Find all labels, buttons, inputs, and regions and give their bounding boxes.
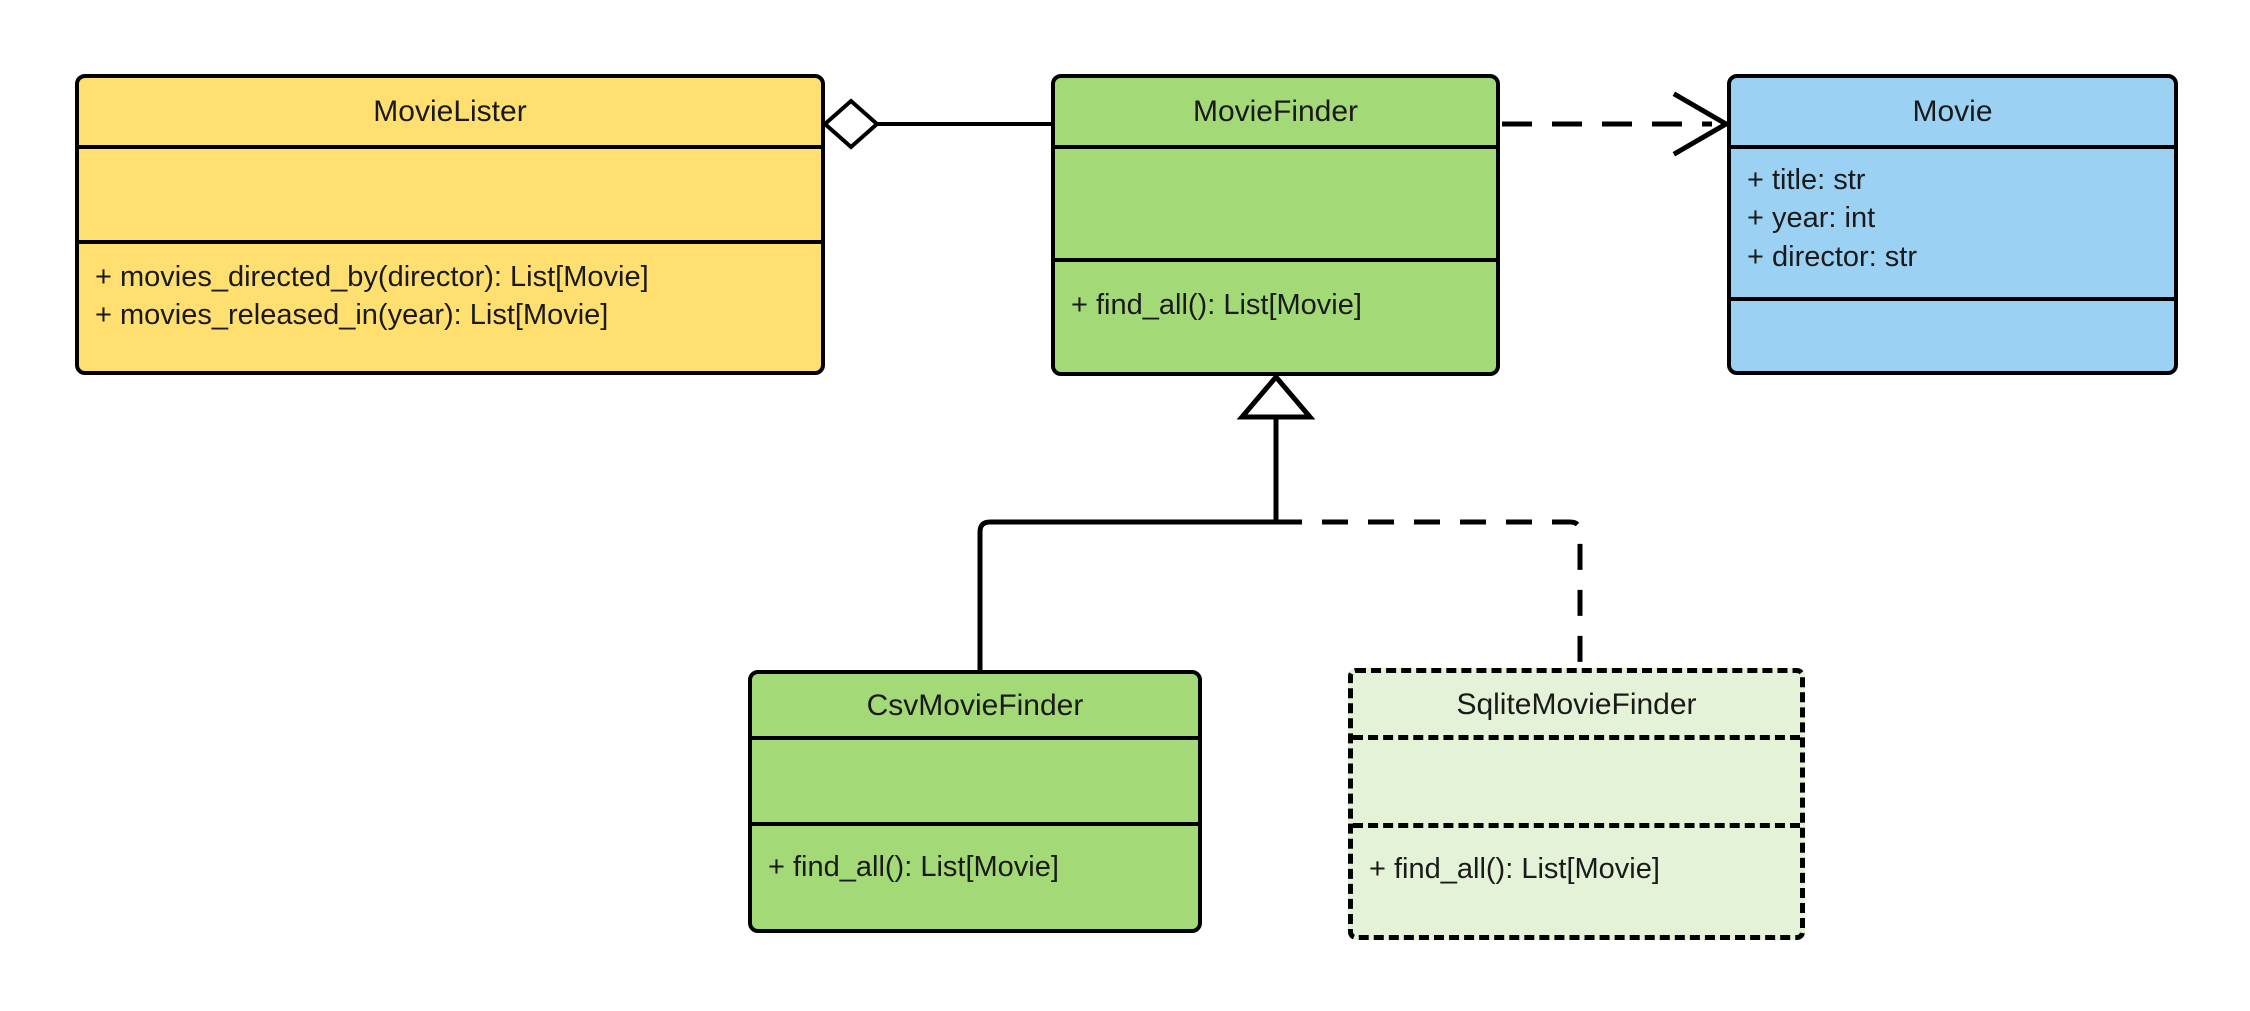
hollow-diamond-marker xyxy=(821,98,881,150)
class-name-compartment-movie: Movie xyxy=(1731,78,2174,145)
methods-compartment-movie-finder: + find_all(): List[Movie] xyxy=(1055,258,1496,372)
class-box-csv-movie-finder[interactable]: CsvMovieFinder + find_all(): List[Movie] xyxy=(748,670,1202,933)
method-line: + find_all(): List[Movie] xyxy=(768,851,1059,883)
generalization-branch-csv xyxy=(977,519,1276,670)
attribute-line: + title: str xyxy=(1747,164,1866,196)
class-box-movie[interactable]: Movie + title: str + year: int + directo… xyxy=(1727,74,2178,375)
class-box-sqlite-movie-finder[interactable]: SqliteMovieFinder + find_all(): List[Mov… xyxy=(1348,668,1805,940)
method-line: + find_all(): List[Movie] xyxy=(1071,289,1362,321)
attributes-compartment-movie-finder xyxy=(1055,145,1496,258)
class-name-compartment-csv-movie-finder: CsvMovieFinder xyxy=(752,674,1198,736)
class-name-label: CsvMovieFinder xyxy=(866,688,1084,722)
generalization-branch-sqlite xyxy=(1276,519,1583,668)
attribute-line: + director: str xyxy=(1747,240,1918,273)
class-name-label: SqliteMovieFinder xyxy=(1456,687,1697,721)
class-name-compartment-movie-finder: MovieFinder xyxy=(1055,78,1496,145)
class-box-movie-lister[interactable]: MovieLister + movies_directed_by(directo… xyxy=(75,74,825,375)
method-line: + find_all(): List[Movie] xyxy=(1369,853,1660,885)
method-line: + movies_directed_by(director): List[Mov… xyxy=(95,261,649,293)
class-name-compartment-sqlite-movie-finder: SqliteMovieFinder xyxy=(1353,673,1800,735)
hollow-triangle-marker xyxy=(1236,373,1316,420)
open-arrow-marker xyxy=(1672,91,1731,157)
class-name-label: MovieFinder xyxy=(1192,95,1359,128)
class-name-label: MovieLister xyxy=(373,95,527,128)
aggregation-edge-lister-finder xyxy=(821,98,1053,150)
class-box-movie-finder[interactable]: MovieFinder + find_all(): List[Movie] xyxy=(1051,74,1500,376)
dependency-edge-finder-movie xyxy=(1502,91,1731,157)
method-line: + movies_released_in(year): List[Movie] xyxy=(95,299,609,332)
class-name-label: Movie xyxy=(1912,95,1993,128)
attributes-compartment-csv-movie-finder xyxy=(752,736,1198,822)
generalization-edge-group xyxy=(977,373,1583,670)
class-name-compartment-movie-lister: MovieLister xyxy=(79,78,821,145)
attributes-compartment-sqlite-movie-finder xyxy=(1353,735,1800,823)
attribute-line: + year: int xyxy=(1747,202,1876,235)
methods-compartment-csv-movie-finder: + find_all(): List[Movie] xyxy=(752,822,1198,929)
attributes-compartment-movie: + title: str + year: int + director: str xyxy=(1731,145,2174,297)
methods-compartment-sqlite-movie-finder: + find_all(): List[Movie] xyxy=(1353,823,1800,935)
methods-compartment-movie-lister: + movies_directed_by(director): List[Mov… xyxy=(79,240,821,371)
methods-compartment-movie xyxy=(1731,297,2174,371)
attributes-compartment-movie-lister xyxy=(79,145,821,240)
